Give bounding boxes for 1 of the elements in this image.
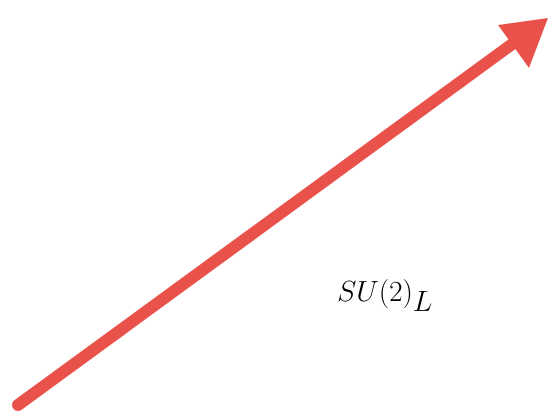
math-label: $SU(2)_L$ bbox=[338, 279, 432, 311]
